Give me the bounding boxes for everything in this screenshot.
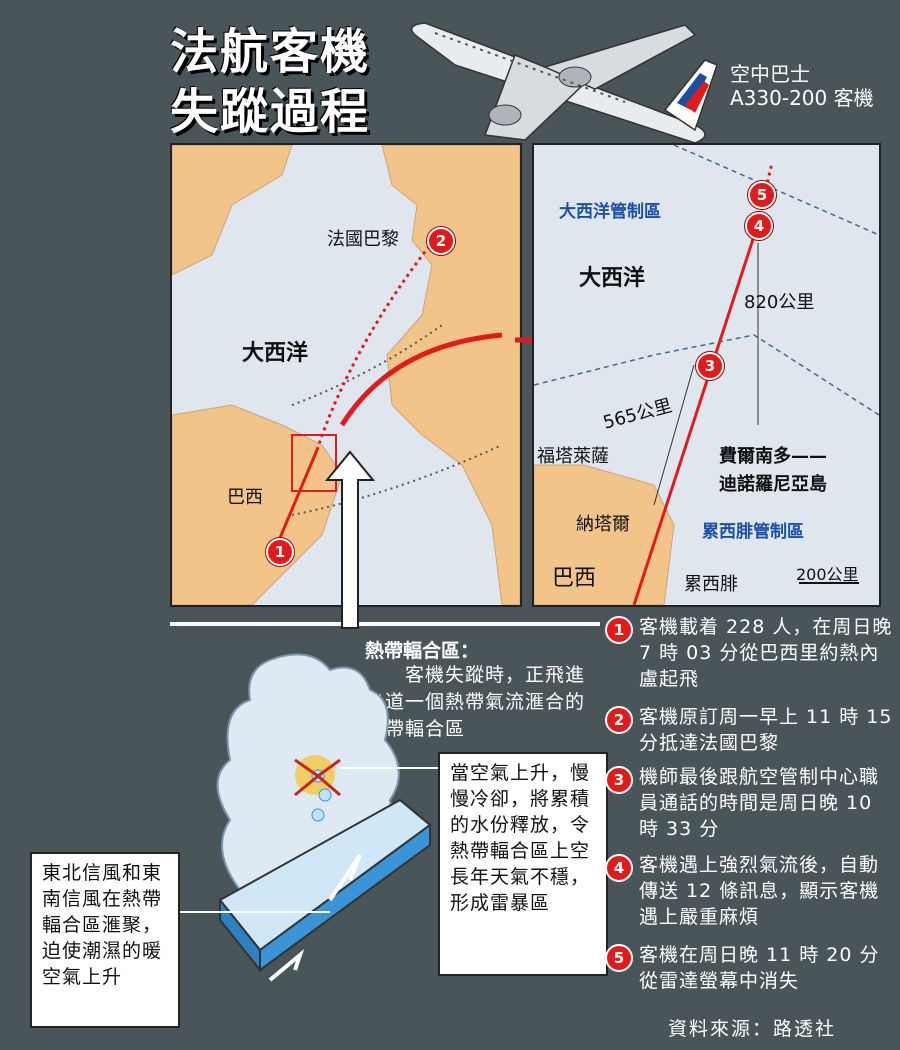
page-subtitle: 失蹤過程: [170, 84, 371, 140]
step-4: 4 客機遇上強烈氣流後，自動傳送 12 條訊息，顯示客機遇上嚴重麻煩: [605, 852, 895, 930]
step-5-number: 5: [605, 944, 633, 972]
page-title: 法航客機: [170, 24, 371, 80]
callout-lines: [160, 767, 440, 913]
step-2: 2 客機原訂周一早上 11 時 15 分抵達法國巴黎: [605, 704, 895, 756]
brazil-label-left: 巴西: [227, 487, 263, 508]
right-ocean-label: 大西洋: [579, 266, 646, 291]
recife-label: 累西腓: [684, 574, 738, 595]
step-1: 1 客機載着 228 人，在周日晚 7 時 03 分從巴西里約熱內盧起飛: [605, 614, 895, 692]
atlantic-control-zone: 大西洋管制區: [559, 202, 661, 222]
step-3-number: 3: [605, 766, 633, 794]
itcz-heading: 熱帶輻合區：: [365, 640, 480, 662]
marker-1: 1: [266, 538, 294, 566]
step-5: 5 客機在周日晚 11 時 20 分從雷達螢幕中消失: [605, 942, 895, 994]
right-map: 大西洋管制區 大西洋 820公里 565公里 福塔萊薩 費爾南多—— 迪諾羅尼亞…: [532, 143, 881, 607]
paris-label: 法國巴黎: [327, 229, 399, 250]
left-map-land: [172, 145, 520, 605]
brazil-label-right: 巴西: [552, 566, 597, 591]
marker-2: 2: [427, 227, 455, 255]
right-map-land: [534, 145, 879, 605]
source-credit: 資料來源：路透社: [668, 1018, 837, 1040]
step-1-number: 1: [605, 616, 633, 644]
marker-3: 3: [696, 352, 724, 380]
island-label-line1: 費爾南多——: [719, 446, 827, 467]
divider: [170, 622, 600, 626]
left-ocean-label: 大西洋: [242, 341, 309, 366]
step-4-text: 客機遇上強烈氣流後，自動傳送 12 條訊息，顯示客機遇上嚴重麻煩: [639, 854, 880, 928]
distance-820: 820公里: [744, 292, 815, 313]
step-3: 3 機師最後跟航空管制中心職員通話的時間是周日晚 10 時 33 分: [605, 764, 895, 842]
map-scale: 200公里: [796, 565, 859, 584]
step-2-number: 2: [605, 706, 633, 734]
up-arrow: [325, 450, 375, 629]
natal-label: 納塔爾: [576, 514, 630, 535]
itcz-description: 客機失蹤時，正飛進赤道一個熱帶氣流滙合的熱帶輻合區: [365, 664, 586, 740]
step-1-text: 客機載着 228 人，在周日晚 7 時 03 分從巴西里約熱內盧起飛: [639, 616, 893, 690]
step-2-text: 客機原訂周一早上 11 時 15 分抵達法國巴黎: [639, 706, 893, 754]
aircraft-label: 空中巴士 A330-200 客機: [730, 62, 874, 110]
step-5-text: 客機在周日晚 11 時 20 分從雷達螢幕中消失: [639, 944, 880, 992]
airplane-illustration: [410, 22, 718, 144]
marker-4: 4: [745, 212, 773, 240]
thunderstorm-callout: 當空氣上升，慢慢冷卻，將累積的水份釋放，令熱帶輻合區上空長年天氣不穩，形成雷暴區: [438, 752, 608, 976]
recife-control-zone: 累西腓管制區: [702, 522, 804, 542]
aircraft-label-line1: 空中巴士: [730, 62, 810, 86]
island-label-line2: 迪諾羅尼亞島: [719, 474, 827, 495]
marker-5: 5: [748, 181, 776, 209]
step-4-number: 4: [605, 854, 633, 882]
aircraft-label-line2: A330-200 客機: [730, 86, 874, 110]
fortaleza-label: 福塔萊薩: [537, 446, 609, 467]
step-3-text: 機師最後跟航空管制中心職員通話的時間是周日晚 10 時 33 分: [639, 766, 880, 840]
trade-winds-callout: 東北信風和東南信風在熱帶輻合區滙聚，迫使潮濕的暖空氣上升: [30, 852, 180, 1028]
